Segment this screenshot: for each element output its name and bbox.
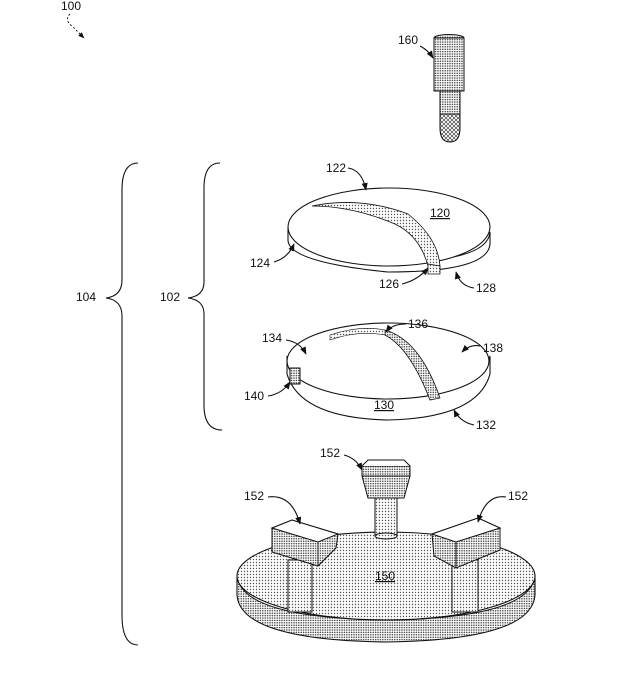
figure-number: 100 — [61, 0, 84, 38]
label-138: 138 — [483, 341, 503, 355]
label-100: 100 — [61, 0, 81, 13]
label-128: 128 — [476, 281, 496, 295]
label-152-left: 152 — [244, 489, 264, 503]
label-140: 140 — [244, 389, 264, 403]
label-150: 150 — [375, 569, 395, 583]
label-136: 136 — [408, 317, 428, 331]
top-disc-120: 120 122 124 126 128 — [250, 161, 496, 295]
label-124: 124 — [250, 256, 270, 270]
brace-104: 104 — [76, 163, 138, 645]
brace-102: 102 — [160, 163, 222, 430]
label-132: 132 — [476, 418, 496, 432]
bottom-disc-130: 130 134 136 138 140 132 — [244, 317, 503, 432]
label-104: 104 — [76, 290, 96, 304]
label-152-right: 152 — [508, 489, 528, 503]
label-130: 130 — [374, 398, 394, 412]
label-122: 122 — [326, 161, 346, 175]
label-152-center: 152 — [320, 446, 340, 460]
base-150: 150 152 152 152 — [237, 446, 535, 642]
tool-160: 160 — [398, 33, 464, 142]
label-134: 134 — [262, 331, 282, 345]
label-120: 120 — [430, 206, 450, 220]
label-160: 160 — [398, 33, 418, 47]
label-102: 102 — [160, 290, 180, 304]
post-center — [362, 460, 410, 539]
label-126: 126 — [379, 277, 399, 291]
